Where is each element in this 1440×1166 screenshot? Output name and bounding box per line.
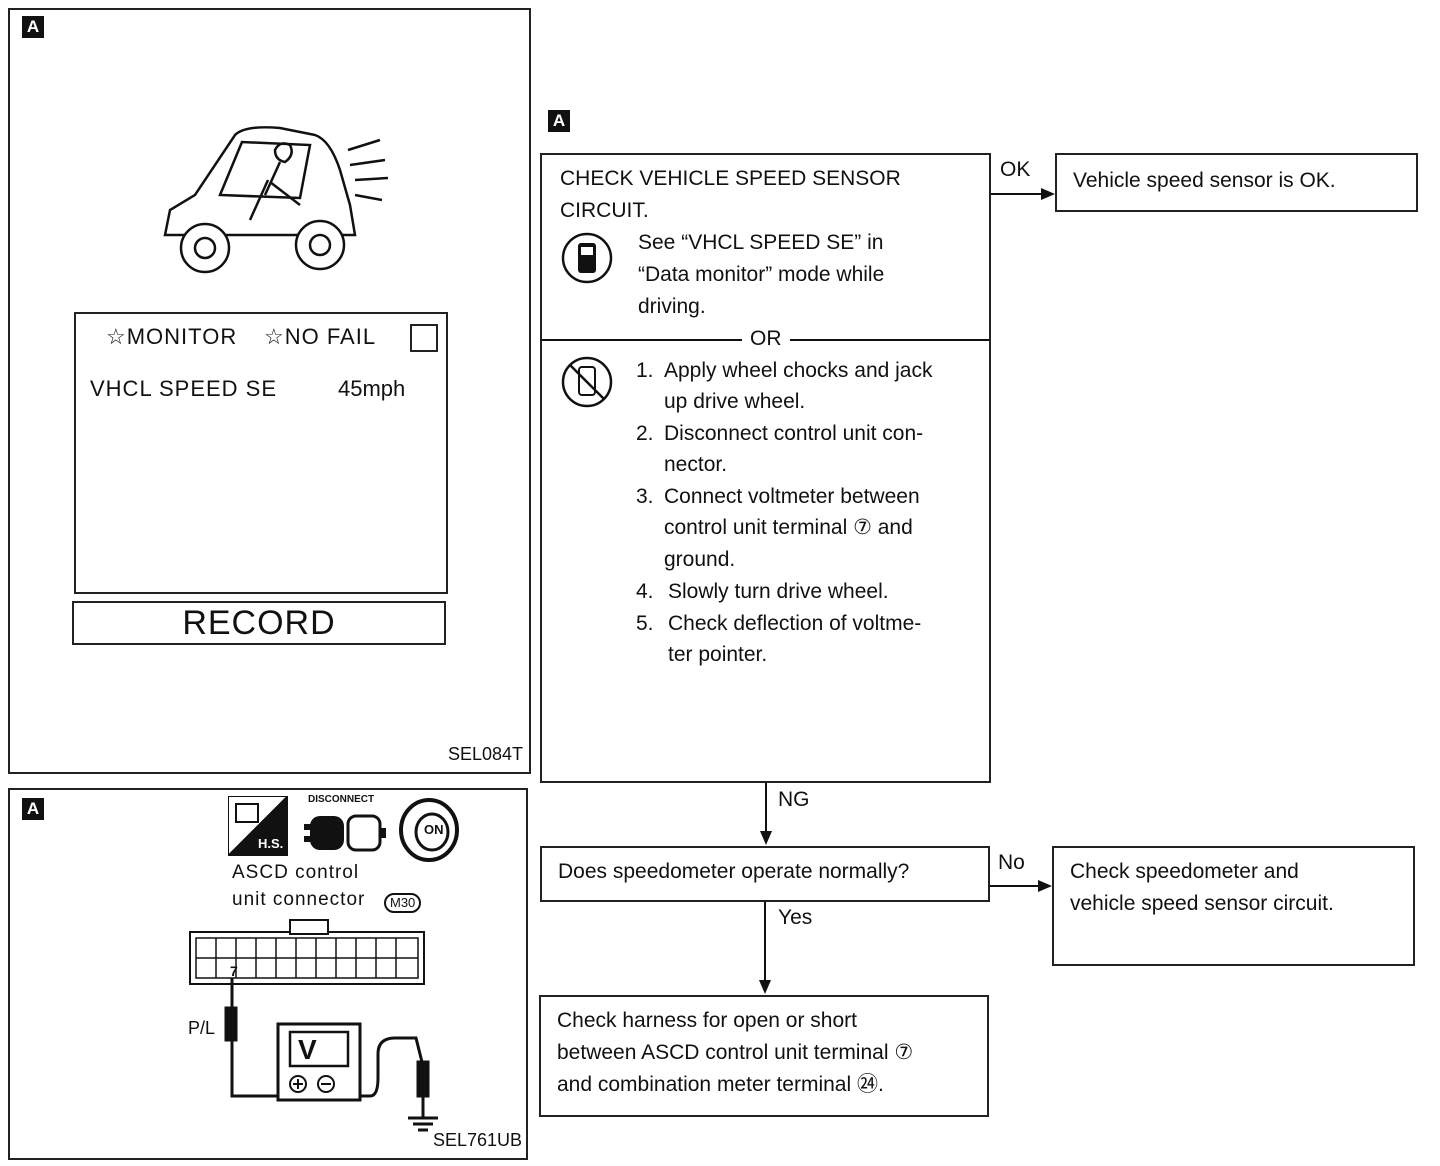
step1-title-1: CHECK VEHICLE SPEED SENSOR <box>560 167 901 190</box>
step-4: 4. Slowly turn drive wheel. <box>636 576 986 608</box>
step-text-line: nector. <box>664 453 728 476</box>
data-monitor-panel: A ☆MONITOR ☆NO FAIL VHCL SPEED SE 45mph … <box>8 8 531 774</box>
voltmeter-panel: A H.S. DISCONNECT ON ASCD control unit c… <box>8 788 528 1160</box>
voltmeter-label: V <box>298 1034 317 1065</box>
on-label: ON <box>424 822 444 837</box>
step-number: 2. <box>636 422 654 445</box>
no-result-1: Check speedometer and <box>1070 860 1299 883</box>
step-text-line: control unit terminal ⑦ and <box>664 516 913 539</box>
figure-code: SEL084T <box>447 744 523 764</box>
monitor-header: ☆MONITOR <box>106 324 238 349</box>
step-text-line: Connect voltmeter between <box>664 485 920 508</box>
no-result-box: Check speedometer and vehicle speed sens… <box>1052 846 1415 966</box>
step-text-line: ground. <box>664 548 736 571</box>
step-number: 4. <box>636 580 654 603</box>
step-text-line: Slowly turn drive wheel. <box>668 580 889 603</box>
step-5: 5. Check deflection of voltme- ter point… <box>636 608 986 671</box>
step-number: 3. <box>636 485 654 508</box>
checkbox-square[interactable] <box>410 324 438 352</box>
consult-icon <box>561 232 613 284</box>
flow-tag: A <box>548 110 570 132</box>
consult-screen: ☆MONITOR ☆NO FAIL VHCL SPEED SE 45mph <box>74 312 448 594</box>
step1-consult-2: “Data monitor” mode while <box>638 263 885 286</box>
step3-line-2: between ASCD control unit terminal ⑦ <box>557 1041 914 1064</box>
step3-line-3: and combination meter terminal ㉔. <box>557 1073 884 1096</box>
item-label: VHCL SPEED SE <box>90 376 278 401</box>
step3-box: Check harness for open or short between … <box>539 995 989 1117</box>
or-label: OR <box>742 323 790 355</box>
hs-icon: H.S. <box>227 795 291 859</box>
step-text-line: Apply wheel chocks and jack <box>664 359 933 382</box>
no-label: No <box>998 851 1025 874</box>
step2-box: Does speedometer operate normally? <box>540 846 990 902</box>
connector-id-badge: M30 <box>384 893 422 913</box>
voltmeter-wiring <box>224 978 438 1132</box>
step1-consult-3: driving. <box>638 295 706 318</box>
step3-line-1: Check harness for open or short <box>557 1009 857 1032</box>
no-arrow <box>990 880 1052 892</box>
pin-7-label: 7 <box>230 963 238 979</box>
driving-car-illustration <box>163 126 389 274</box>
ng-arrow <box>760 783 772 845</box>
procedure-list: 1. Apply wheel chocks and jack up drive … <box>636 355 986 671</box>
hs-label: H.S. <box>258 836 284 851</box>
connector-label-2: unit connector <box>232 889 366 910</box>
ok-result-box: Vehicle speed sensor is OK. <box>1055 153 1418 212</box>
ok-arrow <box>991 188 1055 200</box>
ok-result-text: Vehicle speed sensor is OK. <box>1073 169 1336 192</box>
record-button[interactable]: RECORD <box>72 601 446 645</box>
yes-arrow <box>759 902 771 994</box>
step-2: 2. Disconnect control unit con- nector. <box>636 418 986 481</box>
step-text-line: Disconnect control unit con- <box>664 422 924 445</box>
step-text-line: up drive wheel. <box>664 390 806 413</box>
panel-tag: A <box>22 798 44 820</box>
step1-title-2: CIRCUIT. <box>560 199 649 222</box>
step2-question: Does speedometer operate normally? <box>558 860 910 883</box>
ng-label: NG <box>778 788 810 811</box>
yes-label: Yes <box>778 906 813 929</box>
disconnect-label: DISCONNECT <box>308 794 375 805</box>
figure-code: SEL761UB <box>432 1130 522 1150</box>
step-number: 5. <box>636 612 654 635</box>
step-number: 1. <box>636 359 654 382</box>
panel-tag: A <box>22 16 44 38</box>
no-result-2: vehicle speed sensor circuit. <box>1070 892 1334 915</box>
step-text-line: ter pointer. <box>668 643 768 666</box>
item-value: 45mph <box>338 376 406 401</box>
step-3: 3. Connect voltmeter between control uni… <box>636 481 986 576</box>
step1-consult-1: See “VHCL SPEED SE” in <box>638 231 884 254</box>
no-fail-header: ☆NO FAIL <box>264 324 377 349</box>
step1-box: CHECK VEHICLE SPEED SENSOR CIRCUIT. See … <box>540 153 991 783</box>
connector-label-1: ASCD control <box>232 862 360 883</box>
disconnect-icon <box>304 814 386 852</box>
no-consult-icon <box>561 356 613 408</box>
step-text-line: Check deflection of voltme- <box>668 612 922 635</box>
connector-diagram <box>189 919 425 985</box>
step-1: 1. Apply wheel chocks and jack up drive … <box>636 355 986 418</box>
ignition-on-icon <box>399 798 459 862</box>
wire-color-label: P/L <box>188 1018 216 1038</box>
ok-label: OK <box>1000 158 1031 181</box>
